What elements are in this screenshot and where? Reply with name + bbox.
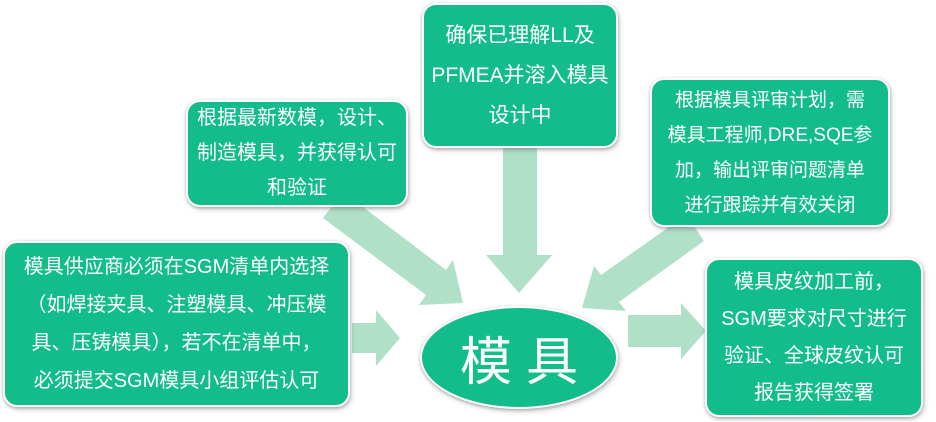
arrow-top-box-to-center <box>486 148 552 293</box>
box-mold-supplier-selection: 模具供应商必须在SGM清单内选择 （如焊接夹具、注塑模具、冲压模 具、压铸模具）… <box>3 241 350 407</box>
arrow-left-box-to-center <box>352 310 400 366</box>
box-mold-supplier-selection-text: 模具供应商必须在SGM清单内选择 （如焊接夹具、注塑模具、冲压模 具、压铸模具）… <box>23 256 330 392</box>
box-mold-review-plan-text: 根据模具评审计划，需 模具工程师,DRE,SQE参 加，输出评审问题清单 进行跟… <box>667 89 873 216</box>
box-ll-pfmea-understanding-text: 确保已理解LL及 PFMEA并溶入模具 设计中 <box>431 23 609 127</box>
arrow-center-to-right-box <box>628 303 706 359</box>
arrow-upper-right-box-to-center <box>582 215 704 311</box>
center-node-mold: 模具 <box>420 306 618 409</box>
box-mold-review-plan: 根据模具评审计划，需 模具工程师,DRE,SQE参 加，输出评审问题清单 进行跟… <box>650 78 890 227</box>
box-grain-processing-validation: 模具皮纹加工前， SGM要求对尺寸进行 验证、全球皮纹认可 报告获得签署 <box>705 258 923 417</box>
box-design-manufacture-mold: 根据最新数模，设计、 制造模具，并获得认可 和验证 <box>186 100 408 207</box>
arrow-upper-left-box-to-center <box>323 192 463 305</box>
box-design-manufacture-mold-text: 根据最新数模，设计、 制造模具，并获得认可 和验证 <box>197 107 397 199</box>
center-node-mold-label: 模具 <box>459 333 592 393</box>
box-grain-processing-validation-text: 模具皮纹加工前， SGM要求对尺寸进行 验证、全球皮纹认可 报告获得签署 <box>721 270 907 404</box>
box-ll-pfmea-understanding: 确保已理解LL及 PFMEA并溶入模具 设计中 <box>422 3 618 148</box>
